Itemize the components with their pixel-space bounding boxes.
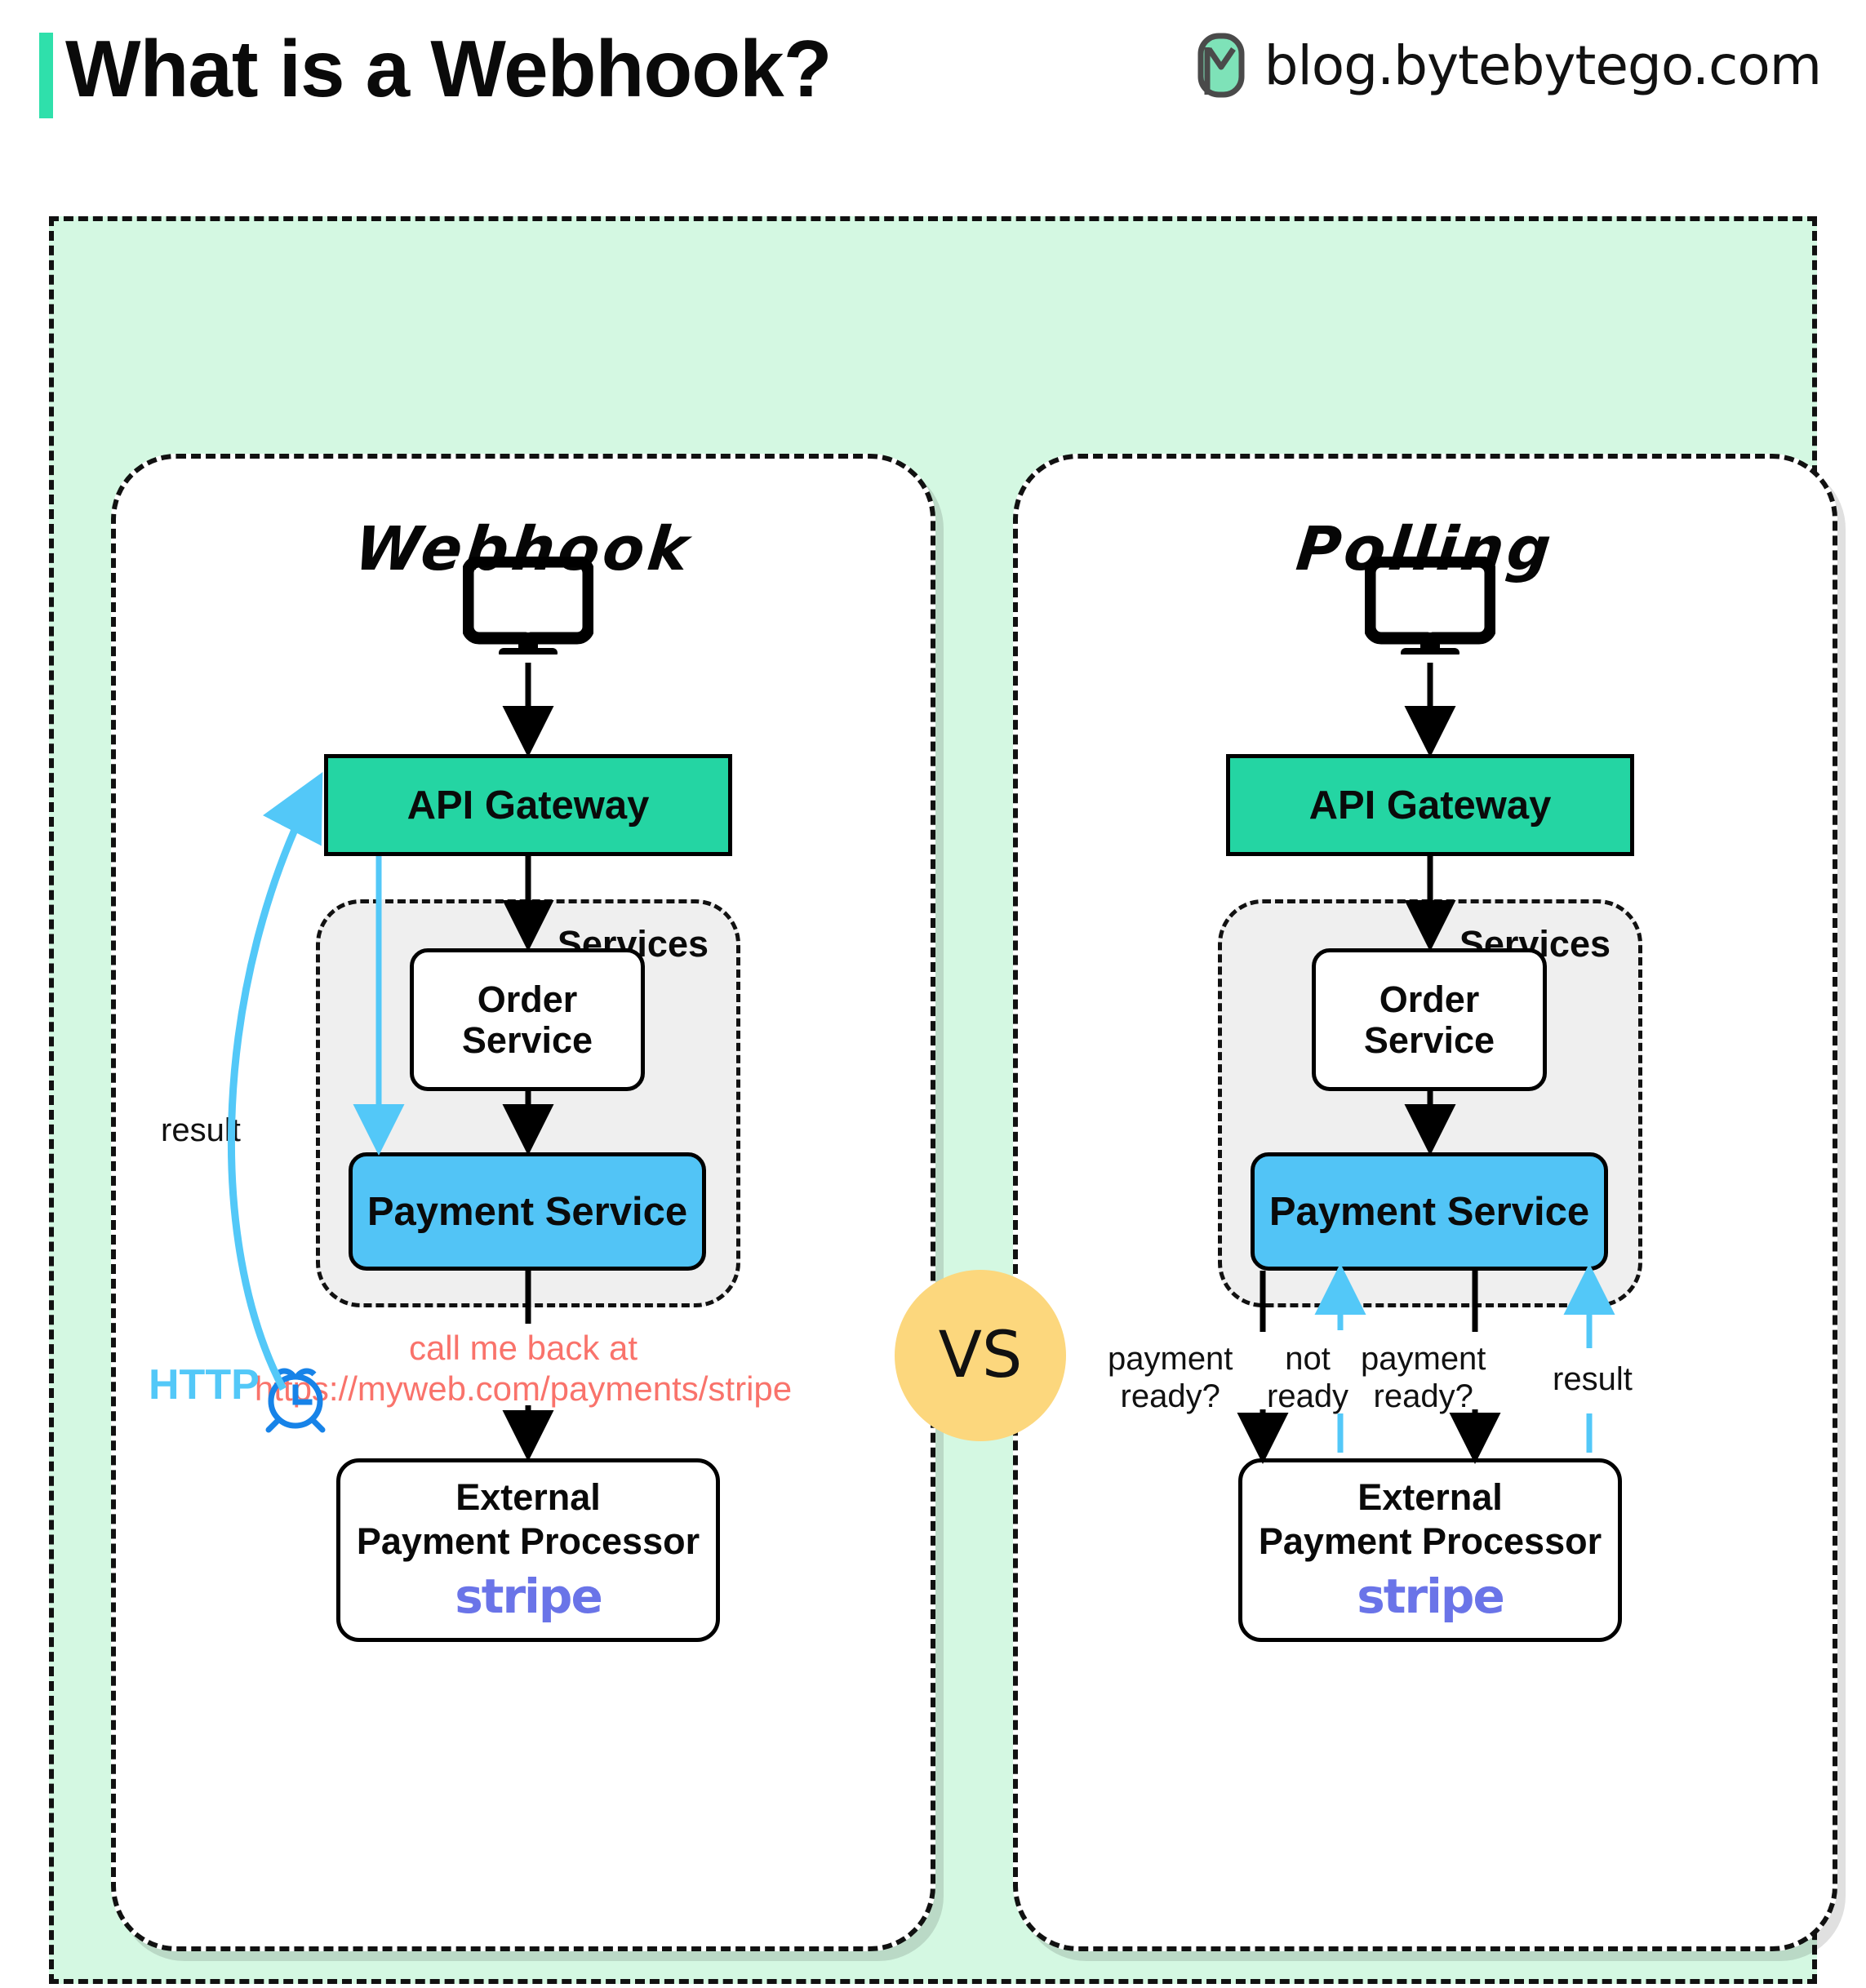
processor-line1: External [455,1475,601,1518]
order-service-box-polling: Order Service [1312,948,1547,1091]
callback-line1: call me back at [408,1329,638,1367]
panel-webhook: Webhook API Gateway Services Order Servi… [111,454,935,1951]
processor-line1: External [1357,1475,1503,1518]
poll-label-1: not ready [1267,1340,1348,1415]
order-service-line2: Service [461,1018,593,1061]
title-accent-bar [39,33,53,118]
payment-service-box-polling: Payment Service [1251,1152,1608,1271]
webhook-connectors [227,663,554,1462]
callback-note: call me back at https://myweb.com/paymen… [116,1328,931,1410]
brand-block: blog.bytebytego.com [1196,31,1822,100]
poll-label-2-line1: payment [1361,1341,1486,1377]
poll-label-2-line2: ready? [1373,1378,1473,1414]
processor-line2: Payment Processor [1258,1520,1602,1563]
stripe-logo-webhook: stripe [455,1569,603,1625]
brand-text: blog.bytebytego.com [1264,33,1822,97]
order-service-line1: Order [1379,978,1480,1020]
vs-badge: VS [895,1270,1066,1441]
diagram-frame: Webhook API Gateway Services Order Servi… [49,216,1837,1984]
order-service-line1: Order [477,978,578,1020]
poll-label-2: payment ready? [1361,1340,1486,1415]
alarm-clock-icon [265,1368,326,1433]
monitor-icon [1365,557,1495,655]
page-title: What is a Webhook? [65,24,832,113]
poll-label-0-line1: payment [1108,1341,1233,1377]
result-label-webhook: result [161,1112,241,1148]
result-label-polling: result [1553,1361,1633,1397]
stripe-logo-polling: stripe [1357,1569,1505,1625]
poll-label-0: payment ready? [1108,1340,1233,1415]
processor-box-polling: External Payment Processor stripe [1238,1458,1622,1642]
page-header: What is a Webhook? blog.bytebytego.com [0,0,1866,216]
payment-service-box-webhook: Payment Service [349,1152,706,1271]
polling-connectors [1237,663,1615,1464]
order-service-line2: Service [1363,1018,1495,1061]
http-label: HTTP [149,1361,260,1409]
order-service-box-webhook: Order Service [410,948,645,1091]
bytebytego-logo-icon [1197,33,1245,98]
monitor-icon [463,557,593,655]
poll-label-1-line1: not [1285,1341,1331,1377]
processor-box-webhook: External Payment Processor stripe [336,1458,720,1642]
callback-line2: https://myweb.com/payments/stripe [254,1369,793,1409]
poll-label-0-line2: ready? [1120,1378,1220,1414]
processor-line2: Payment Processor [356,1520,700,1563]
panel-polling: Polling API Gateway Services Order Servi… [1013,454,1837,1951]
poll-label-1-line2: ready [1267,1378,1349,1414]
